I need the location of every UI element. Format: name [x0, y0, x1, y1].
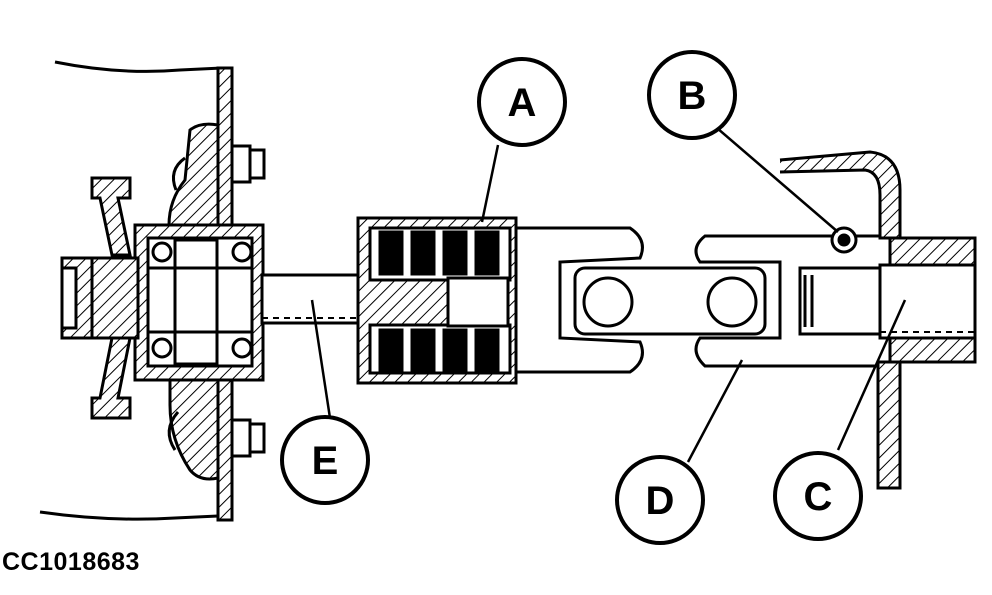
right-housing [779, 150, 977, 490]
callout-c: C [773, 451, 863, 541]
figure-reference-code: CC1018683 [2, 548, 140, 576]
callout-label-b: B [678, 74, 707, 118]
left-yoke-bolts [90, 176, 132, 420]
callout-b: B [647, 50, 737, 140]
bearing-housing [133, 223, 265, 382]
callout-label-e: E [312, 439, 339, 483]
left-end-nut [60, 256, 140, 340]
callout-d: D [615, 455, 705, 545]
callout-label-c: C [804, 475, 833, 519]
roll-pin [830, 226, 858, 254]
left-flange-housing [167, 122, 266, 481]
splined-coupler [356, 216, 518, 385]
callout-label-a: A [508, 81, 537, 125]
universal-joint [514, 226, 882, 374]
leader-lines [310, 121, 907, 463]
callout-a: A [477, 57, 567, 147]
callout-label-d: D [646, 479, 675, 523]
callout-e: E [280, 415, 370, 505]
